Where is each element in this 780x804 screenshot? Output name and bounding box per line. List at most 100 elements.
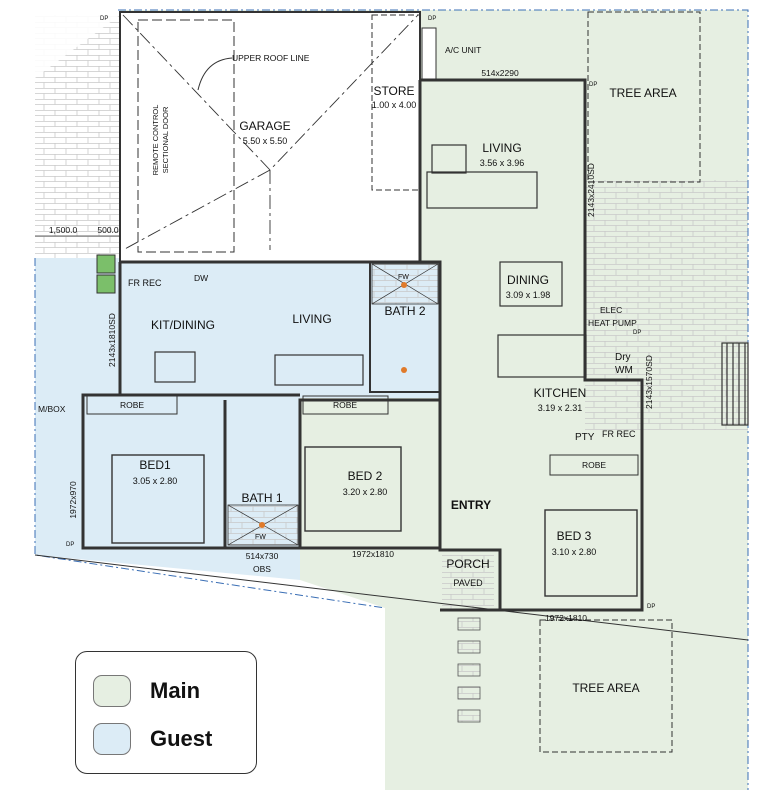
dining-size: 3.09 x 1.98 (506, 290, 551, 300)
setback-a-dim: 1,500.0 (49, 225, 78, 235)
bed2-window: 1972x1810 (352, 549, 394, 559)
garage-door-outline (137, 19, 235, 253)
kitchen-size: 3.19 x 2.31 (538, 403, 583, 413)
obs-label: OBS (253, 564, 271, 574)
ac-unit-box (421, 27, 437, 81)
bed2-size: 3.20 x 2.80 (343, 487, 388, 497)
dp-marker-5: DP (66, 542, 74, 548)
tree-area-bottom-label: TREE AREA (572, 681, 639, 695)
paving-left-edge (35, 15, 120, 78)
paving-right (585, 180, 748, 430)
dp-marker-1: DP (100, 16, 108, 22)
bed3-label: BED 3 (557, 529, 592, 543)
living-guest-label: LIVING (292, 312, 331, 326)
fw-bath1-label: FW (255, 534, 266, 541)
guest-house-walls (81, 260, 442, 550)
kitdining-side-window: 2143x1810SD (107, 313, 117, 367)
hot-water-unit-2 (96, 274, 116, 294)
heat-pump-label: HEAT PUMP (588, 318, 637, 328)
fr-rec-guest-label: FR REC (128, 278, 162, 288)
bath1-label: BATH 1 (241, 491, 282, 505)
upper-roof-label: UPPER ROOF LINE (232, 53, 310, 63)
bed3-size: 3.10 x 2.80 (552, 547, 597, 557)
porch-label: PORCH (446, 557, 489, 571)
upper-roof-arc (197, 57, 233, 91)
armchair-main (431, 144, 467, 174)
hot-water-unit-1 (96, 254, 116, 274)
bed1-side-window: 1972x970 (68, 481, 78, 519)
bed3-window: 1972x1810 (545, 613, 587, 623)
bath2-outline (369, 261, 441, 393)
legend: Main Guest (75, 651, 257, 774)
garage-door-label-2: SECTIONAL DOOR (161, 106, 170, 173)
tree-area-top-label: TREE AREA (609, 86, 676, 100)
bed1-size: 3.05 x 2.80 (133, 476, 178, 486)
elec-label: ELEC (600, 305, 622, 315)
kitchen-side-window: 2143x1570SD (644, 355, 654, 409)
guest-sofa (274, 354, 364, 386)
robe-bed3-label: ROBE (582, 460, 606, 470)
robe-bed2 (302, 395, 389, 415)
kit-dining-label: KIT/DINING (151, 318, 215, 332)
bath1-window: 514x730 (246, 551, 279, 561)
bath2-label: BATH 2 (384, 304, 425, 318)
deck-stairs (721, 342, 749, 426)
legend-label-main: Main (150, 678, 201, 703)
main-house-walls (418, 78, 644, 612)
paving-porch (442, 555, 494, 610)
garage-label: GARAGE (239, 119, 290, 133)
stepping-stones (457, 617, 481, 723)
garage-size: 5.50 x 5.50 (243, 136, 288, 146)
property-boundary (34, 9, 749, 790)
dry-label: Dry (615, 352, 631, 363)
legend-item-guest: Guest (93, 722, 212, 756)
bed1-furniture (111, 454, 205, 544)
roof-lines (122, 14, 419, 251)
robe-bed1 (86, 395, 178, 415)
bed2-furniture (304, 446, 402, 532)
tree-area-top-outline (587, 11, 701, 183)
guest-table (154, 351, 196, 383)
dining-table (499, 261, 563, 307)
dp-marker-4: DP (633, 330, 641, 336)
ac-unit-label: A/C UNIT (445, 45, 481, 55)
pty-label: PTY (575, 432, 595, 443)
sofa-main (426, 171, 538, 209)
robe-bed2-label: ROBE (333, 400, 357, 410)
floor-waste-bath1 (259, 522, 265, 528)
dw-label: DW (194, 273, 208, 283)
guest-zone-area (35, 258, 440, 580)
wm-label: WM (615, 365, 633, 376)
legend-swatch-main (93, 675, 131, 707)
robe-bed1-label: ROBE (120, 400, 144, 410)
robe-bed3 (549, 454, 639, 476)
fr-rec-label: FR REC (602, 429, 636, 439)
legend-item-main: Main (93, 674, 200, 708)
bed3-furniture (544, 509, 638, 597)
window-top-dim: 514x2290 (481, 68, 519, 78)
living-main-label: LIVING (482, 141, 521, 155)
mbox-label: M/BOX (38, 404, 66, 414)
legend-label-guest: Guest (150, 726, 213, 751)
floor-waste-bath2 (401, 282, 407, 288)
porch-note: PAVED (453, 578, 483, 588)
dining-label: DINING (507, 273, 549, 287)
kitchen-label: KITCHEN (534, 386, 587, 400)
dp-marker-6: DP (647, 604, 655, 610)
garage-door-label-1: REMOTE CONTROL (151, 105, 160, 176)
dp-marker-2: DP (428, 16, 436, 22)
dp-marker-3: DP (589, 82, 597, 88)
entry-label: ENTRY (451, 498, 491, 512)
bed1-label: BED1 (139, 458, 171, 472)
store-label: STORE (373, 84, 414, 98)
boundary-diagonal (34, 554, 749, 641)
living-side-window: 2143x2410SD (586, 163, 596, 217)
kitchen-island (497, 334, 587, 378)
setback-b-dim: 500.0 (97, 225, 119, 235)
store-size: 1.00 x 4.00 (372, 100, 417, 110)
living-main-size: 3.56 x 3.96 (480, 158, 525, 168)
fw-bath2-label: FW (398, 274, 409, 281)
bed2-label: BED 2 (348, 469, 383, 483)
legend-swatch-guest (93, 723, 131, 755)
